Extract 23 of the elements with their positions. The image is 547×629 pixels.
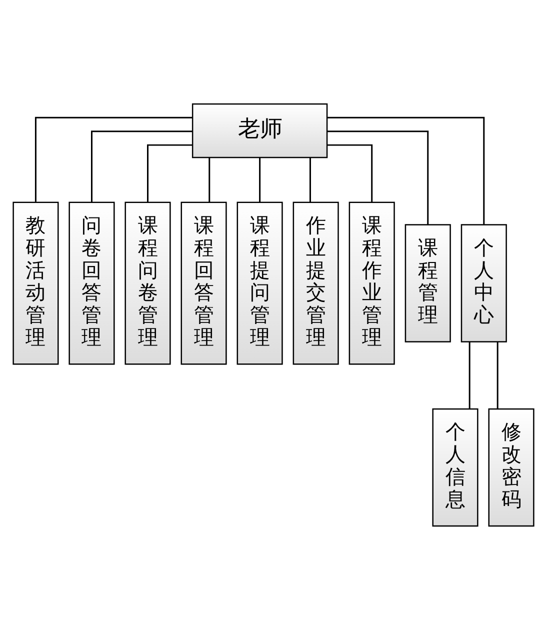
connector	[327, 144, 373, 202]
connector	[208, 157, 210, 202]
node-box: 问卷回答管理	[68, 201, 115, 364]
node-box: 课程管理	[404, 224, 451, 342]
connector	[147, 144, 192, 202]
node-box: 课程作业管理	[348, 201, 395, 364]
connector	[259, 157, 261, 202]
node-box: 课程问卷管理	[124, 201, 171, 364]
node-box: 老师	[192, 102, 328, 158]
connector	[468, 342, 470, 408]
connector	[327, 130, 429, 224]
node-box: 作业提交管理	[292, 201, 339, 364]
node-box: 个人信息	[432, 408, 478, 526]
node-box: 课程提问管理	[236, 201, 283, 364]
node-box: 修改密码	[488, 408, 534, 526]
node-box: 教研活动管理	[12, 201, 59, 364]
node-box: 课程回答管理	[180, 201, 227, 364]
node-box: 个人中心	[460, 224, 507, 342]
connector	[327, 116, 485, 224]
connector	[34, 116, 193, 202]
connector	[309, 157, 311, 202]
connector	[496, 342, 498, 408]
connector	[90, 130, 192, 202]
